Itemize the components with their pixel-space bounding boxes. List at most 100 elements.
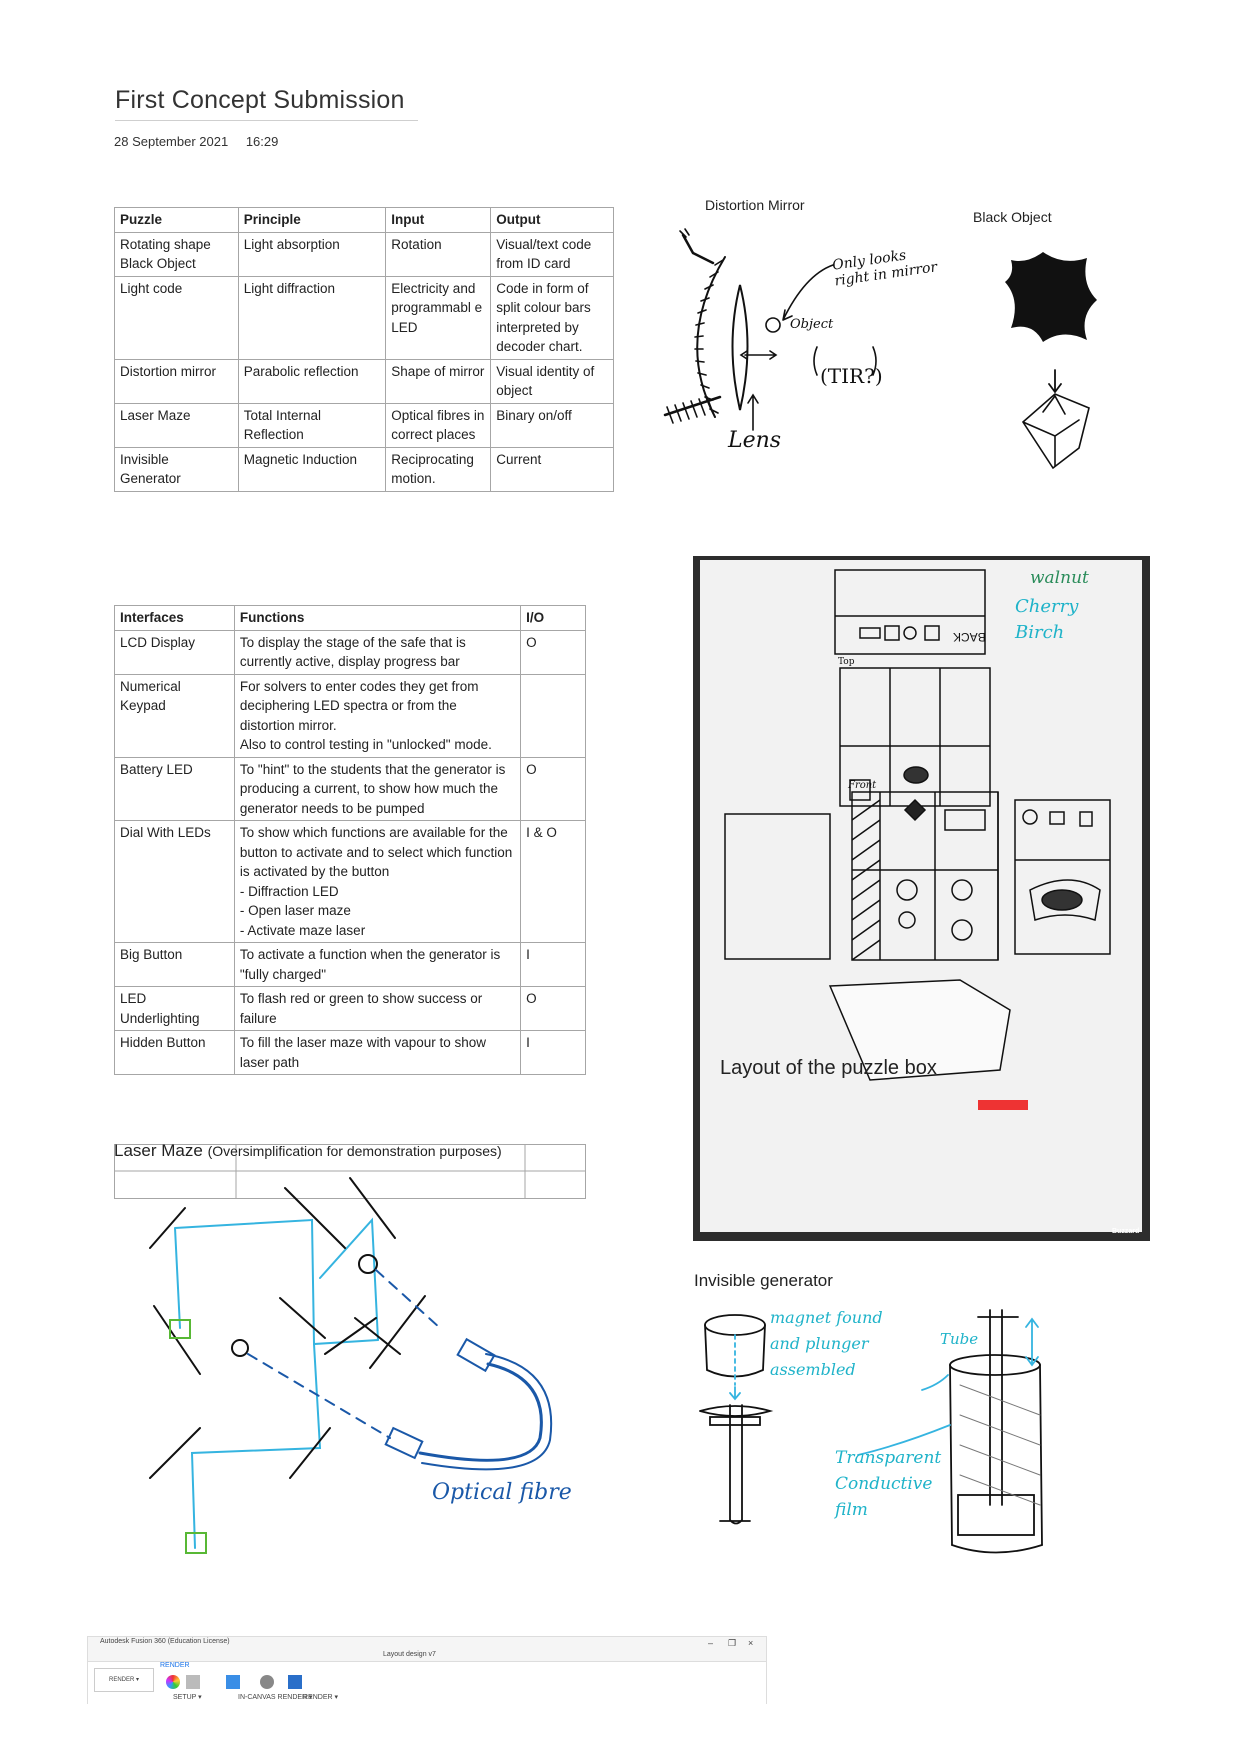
table-cell: For solvers to enter codes they get from… [234,674,520,757]
handwritten-note: Object [790,317,833,332]
close-icon[interactable]: × [748,1638,753,1648]
texture-icon[interactable] [226,1675,240,1689]
table-cell: O [521,757,586,821]
column-header: Functions [234,606,520,631]
table-cell: LED Underlighting [115,987,235,1031]
handwritten-top: Top [838,657,854,667]
layout-caption: Layout of the puzzle box [720,1057,937,1080]
minimize-icon[interactable]: – [708,1638,713,1648]
table-cell: Invisible Generator [115,447,239,491]
table-cell: Total Internal Reflection [238,403,386,447]
handwritten-optical-fibre: Optical fibre [432,1480,572,1505]
group-setup[interactable]: SETUP ▾ [173,1693,202,1701]
table-cell: Hidden Button [115,1031,235,1075]
table-cell: To display the stage of the safe that is… [234,630,520,674]
page-date: 28 September 2021 [114,134,228,149]
handwritten-film: Transparent Conductive film [835,1445,945,1523]
page-time: 16:29 [246,134,279,149]
table-cell: Laser Maze [115,403,239,447]
black-object-sketch [1005,252,1115,492]
handwritten-note: (TIR?) [820,364,883,388]
laser-maze-sketch [140,1178,620,1568]
table-cell: O [521,987,586,1031]
table-cell: Rotation [386,232,491,276]
table-cell: Battery LED [115,757,235,821]
workspace-switcher[interactable]: RENDER ▾ [94,1668,154,1692]
table-cell: To flash red or green to show success or… [234,987,520,1031]
table-cell: Binary on/off [491,403,614,447]
handwritten-note: Lens [728,428,781,453]
scene-icon[interactable] [186,1675,200,1689]
table-cell: Distortion mirror [115,359,239,403]
handwritten-tube: Tube [940,1330,978,1348]
laser-maze-caption: Laser Maze (Oversimplification for demon… [114,1141,502,1161]
black-object-caption: Black Object [973,209,1052,225]
handwritten-cherry: Cherry [1015,596,1078,617]
table-cell: Current [491,447,614,491]
handwritten-back: BACK [953,630,986,644]
table-cell: Parabolic reflection [238,359,386,403]
render-icon[interactable] [260,1675,274,1689]
column-header: I/O [521,606,586,631]
column-header: Input [386,208,491,233]
puzzle-box-layout-sketch [700,560,1142,1232]
handwritten-front: Front [848,780,876,791]
table-cell: Rotating shape Black Object [115,232,239,276]
document-tab[interactable]: Layout design v7 [383,1651,436,1658]
page-meta: 28 September 2021 16:29 [114,134,292,149]
table-header-row: Interfaces Functions I/O [115,606,586,631]
distortion-mirror-caption: Distortion Mirror [705,197,805,213]
table-cell: Code in form of split colour bars interp… [491,276,614,359]
table-cell: O [521,630,586,674]
table-cell: Shape of mirror [386,359,491,403]
table-cell: To activate a function when the generato… [234,943,520,987]
table-cell: Light absorption [238,232,386,276]
table-cell: Numerical Keypad [115,674,235,757]
group-render[interactable]: RENDER ▾ [303,1693,338,1701]
column-header: Puzzle [115,208,239,233]
invisible-generator-caption: Invisible generator [694,1271,833,1291]
maximize-icon[interactable]: ❐ [728,1638,736,1649]
group-in-canvas[interactable]: IN-CANVAS RENDER ▾ [238,1693,313,1701]
column-header: Output [491,208,614,233]
ribbon: RENDER SETUP ▾ IN-CANVAS RENDER ▾ RENDER… [88,1661,766,1704]
table-cell: Light diffraction [238,276,386,359]
column-header: Interfaces [115,606,235,631]
table-cell: Visual/text code from ID card [491,232,614,276]
table-cell: Reciprocating motion. [386,447,491,491]
table-cell: Big Button [115,943,235,987]
window-title: Autodesk Fusion 360 (Education License) [100,1638,230,1645]
table-cell: Optical fibres in correct places [386,403,491,447]
table-cell: I [521,1031,586,1075]
table-cell: To show which functions are available fo… [234,821,520,943]
puzzle-table: Puzzle Principle Input Output Rotating s… [114,207,614,492]
table-cell [521,674,586,757]
capture-icon[interactable] [288,1675,302,1689]
table-cell: Electricity and programmabl e LED [386,276,491,359]
handwritten-birch: Birch [1015,622,1064,643]
title-rule [115,120,418,121]
table-cell: To fill the laser maze with vapour to sh… [234,1031,520,1075]
buzzard-logo: Buzzard [1112,1228,1139,1235]
page-title: First Concept Submission [115,86,405,115]
table-cell: Magnetic Induction [238,447,386,491]
table-header-row: Puzzle Principle Input Output [115,208,614,233]
table-cell: I & O [521,821,586,943]
ribbon-tab[interactable]: RENDER [160,1662,190,1669]
appearance-icon[interactable] [166,1675,180,1689]
table-cell: Dial With LEDs [115,821,235,943]
table-cell: LCD Display [115,630,235,674]
